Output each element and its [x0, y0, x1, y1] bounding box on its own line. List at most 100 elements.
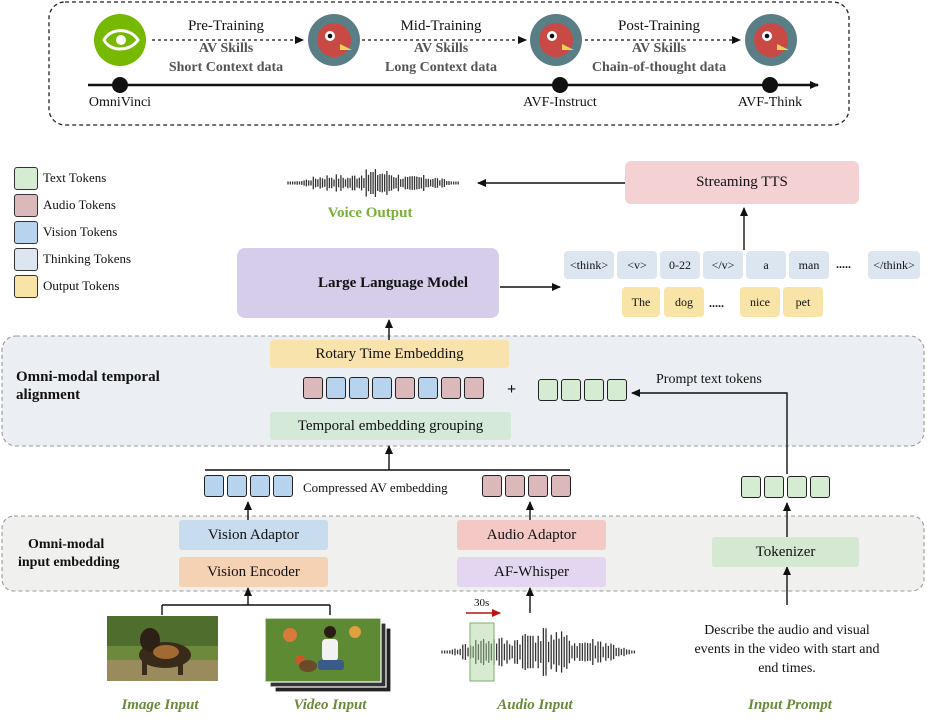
legend-label-vision: Vision Tokens — [43, 224, 118, 239]
milestone-dot-omnivinci — [112, 77, 128, 93]
text-token — [561, 379, 581, 401]
temporal-section-label-1: Omni-modal temporal — [16, 369, 160, 385]
tokenizer-box: Tokenizer — [712, 537, 859, 567]
legend-swatch-vision — [14, 221, 38, 244]
legend-label-text: Text Tokens — [43, 170, 107, 185]
legend-label-audio: Audio Tokens — [43, 197, 116, 212]
milestone-omnivinci: OmniVinci — [88, 95, 152, 110]
compressed-audio-token — [528, 475, 548, 497]
compressed-vision-token — [204, 475, 224, 497]
thinking-token: </v> — [703, 251, 743, 279]
output-ellipsis: ..... — [709, 296, 724, 310]
milestone-dot-avf-think — [762, 77, 778, 93]
audio-window-label: 30s — [474, 597, 490, 609]
vision-encoder-box: Vision Encoder — [179, 557, 328, 587]
temporal-grouping-box: Temporal embedding grouping — [270, 412, 511, 440]
image-input-label: Image Input — [121, 697, 199, 713]
compressed-vision-token — [273, 475, 293, 497]
audio-adaptor-box: Audio Adaptor — [457, 520, 606, 550]
vision-token — [349, 377, 369, 399]
prompt-token — [810, 476, 830, 498]
model-mascot-icon-3 — [745, 14, 797, 66]
prompt-token — [741, 476, 761, 498]
text-token — [607, 379, 627, 401]
rotary-time-embedding-box: Rotary Time Embedding — [270, 340, 509, 368]
temporal-section-label-2: alignment — [16, 387, 81, 403]
stage-title-pre: Pre-Training — [187, 18, 265, 34]
compressed-audio-token — [482, 475, 502, 497]
stage-line1-post: AV Skills — [631, 41, 687, 56]
milestone-avf-instruct: AVF-Instruct — [523, 95, 597, 110]
video-input-label: Video Input — [293, 697, 367, 713]
audio-input-label: Audio Input — [497, 697, 573, 713]
output-token: pet — [783, 287, 823, 317]
dog-image — [107, 616, 218, 681]
milestone-dot-avf-instruct — [552, 77, 568, 93]
legend-swatch-text — [14, 167, 38, 190]
audio-token — [303, 377, 323, 399]
text-token — [538, 379, 558, 401]
audio-input-waveform — [441, 628, 636, 676]
thinking-token: <think> — [564, 251, 614, 279]
af-whisper-box: AF-Whisper — [457, 557, 606, 587]
legend-label-output: Output Tokens — [43, 278, 120, 293]
stage-line2-mid: Long Context data — [384, 60, 497, 75]
llm-label: Large Language Model — [318, 274, 468, 291]
streaming-tts-box: Streaming TTS — [625, 161, 859, 204]
audio-token — [441, 377, 461, 399]
text-token — [584, 379, 604, 401]
prompt-text-tokens-label: Prompt text tokens — [656, 372, 762, 387]
prompt-text-line-2: events in the video with start and — [694, 642, 880, 657]
plus-sign: + — [507, 381, 517, 398]
arrow-prompt-tokens — [631, 389, 788, 474]
compressed-av-label: Compressed AV embedding — [303, 480, 448, 495]
output-token: dog — [664, 287, 704, 317]
input-section-label-1: Omni-modal — [28, 537, 105, 552]
vision-token — [326, 377, 346, 399]
thinking-token: 0-22 — [660, 251, 700, 279]
vision-token — [372, 377, 392, 399]
temporal-alignment-panel — [1, 335, 925, 447]
thinking-token: man — [789, 251, 829, 279]
compressed-audio-token — [551, 475, 571, 497]
stage-line2-pre: Short Context data — [168, 60, 284, 75]
vision-adaptor-box: Vision Adaptor — [179, 520, 328, 550]
audio-token — [464, 377, 484, 399]
thinking-token: <v> — [617, 251, 657, 279]
thinking-token: a — [746, 251, 786, 279]
input-prompt-label: Input Prompt — [748, 697, 832, 713]
video-frames-image — [264, 617, 392, 693]
audio-window-highlight — [469, 622, 495, 682]
thinking-token: </think> — [868, 251, 920, 279]
compressed-vision-token — [250, 475, 270, 497]
legend-label-thinking: Thinking Tokens — [43, 251, 132, 266]
model-mascot-icon-2 — [530, 14, 582, 66]
milestone-avf-think: AVF-Think — [737, 95, 803, 110]
prompt-text-line-3: end times. — [758, 661, 816, 676]
legend-swatch-output — [14, 275, 38, 298]
model-mascot-icon-1 — [308, 14, 360, 66]
legend-swatch-thinking — [14, 248, 38, 271]
audio-token — [395, 377, 415, 399]
stage-title-mid: Mid-Training — [400, 18, 482, 34]
output-token: nice — [740, 287, 780, 317]
stage-line1-mid: AV Skills — [413, 41, 469, 56]
input-section-label-2: input embedding — [18, 555, 120, 570]
prompt-token — [764, 476, 784, 498]
stage-line1-pre: AV Skills — [198, 41, 254, 56]
voice-output-label: Voice Output — [327, 205, 413, 221]
prompt-text-line-1: Describe the audio and visual — [704, 623, 870, 638]
thinking-ellipsis: ..... — [836, 257, 851, 271]
stage-line2-post: Chain-of-thought data — [591, 60, 727, 75]
nvidia-logo-icon — [94, 14, 146, 66]
llm-box: Large Language Model — [237, 248, 499, 318]
prompt-token — [787, 476, 807, 498]
stage-title-post: Post-Training — [618, 18, 700, 34]
vision-token — [418, 377, 438, 399]
voice-output-waveform — [287, 168, 459, 198]
compressed-audio-token — [505, 475, 525, 497]
compressed-vision-token — [227, 475, 247, 497]
output-token: The — [622, 287, 660, 317]
legend-swatch-audio — [14, 194, 38, 217]
